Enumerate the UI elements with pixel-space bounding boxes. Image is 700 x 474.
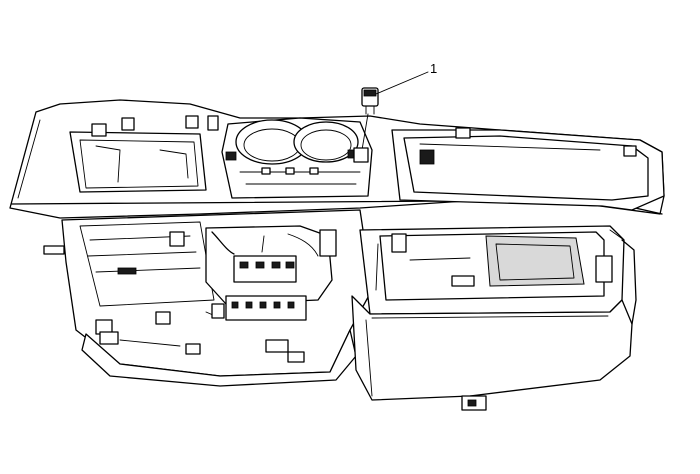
callout-1: 1: [375, 61, 437, 95]
right-side-frame: [609, 229, 637, 325]
console-switch-part: [353, 87, 379, 163]
rear-storage-bin: [69, 115, 219, 193]
armrest-lid: [391, 127, 665, 211]
shifter-mechanism: [205, 225, 337, 305]
front-storage-box: [359, 225, 625, 315]
lower-connectors: [95, 295, 307, 335]
cup-holder-assembly: [221, 117, 373, 199]
callout-1-label: 1: [430, 61, 437, 76]
console-front-panel: [351, 295, 633, 411]
